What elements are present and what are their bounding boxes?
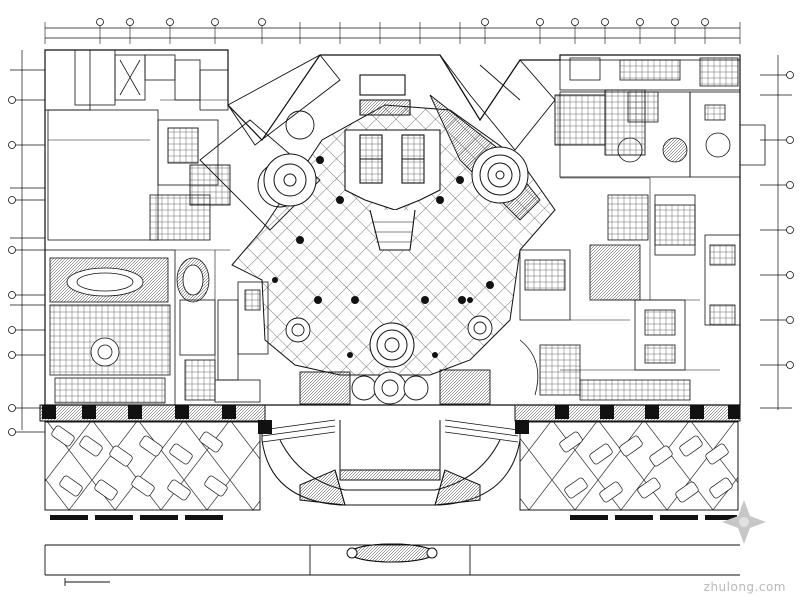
grid-axis-markers-left: [8, 96, 16, 436]
lobby-left-corridor: [214, 281, 269, 403]
drop-off-driveway: [261, 420, 521, 506]
right-wing-restaurant: [519, 57, 766, 401]
entrance-ramps: [261, 419, 519, 443]
forecourt-paving-left: [44, 421, 261, 511]
parking-stalls-left: [51, 425, 228, 501]
left-dimension-line: [10, 50, 45, 433]
curb-strips: [50, 515, 737, 520]
watermark-text: zhulong.com: [703, 580, 786, 594]
lobby-feature-rotunda-left: [263, 153, 317, 207]
lobby-feature-lower-left: [285, 317, 311, 343]
parking-stalls-right: [559, 431, 733, 503]
lobby-feature-lower-right: [467, 315, 493, 341]
northwest-lounge-wing: [167, 54, 341, 231]
structural-columns: [272, 156, 494, 358]
top-dimension-line: [44, 22, 741, 44]
forecourt-paving-right: [519, 421, 739, 511]
entrance-plaza-fountain: [346, 543, 438, 563]
interior-partition-lines: [48, 99, 720, 380]
left-wing-service-rooms: [44, 49, 229, 241]
grid-axis-markers-top: [96, 18, 709, 26]
main-entrance-canopy: [299, 369, 491, 405]
watermark-logo: [722, 500, 766, 544]
facade-band: [39, 404, 741, 422]
left-banquet-hall: [44, 249, 216, 406]
elevator-core: [344, 74, 441, 251]
facade-piers: [42, 405, 740, 434]
grid-axis-markers-right: [786, 71, 794, 369]
lobby-feature-rotunda-right: [471, 146, 529, 204]
lobby-feature-fountain: [369, 322, 415, 368]
